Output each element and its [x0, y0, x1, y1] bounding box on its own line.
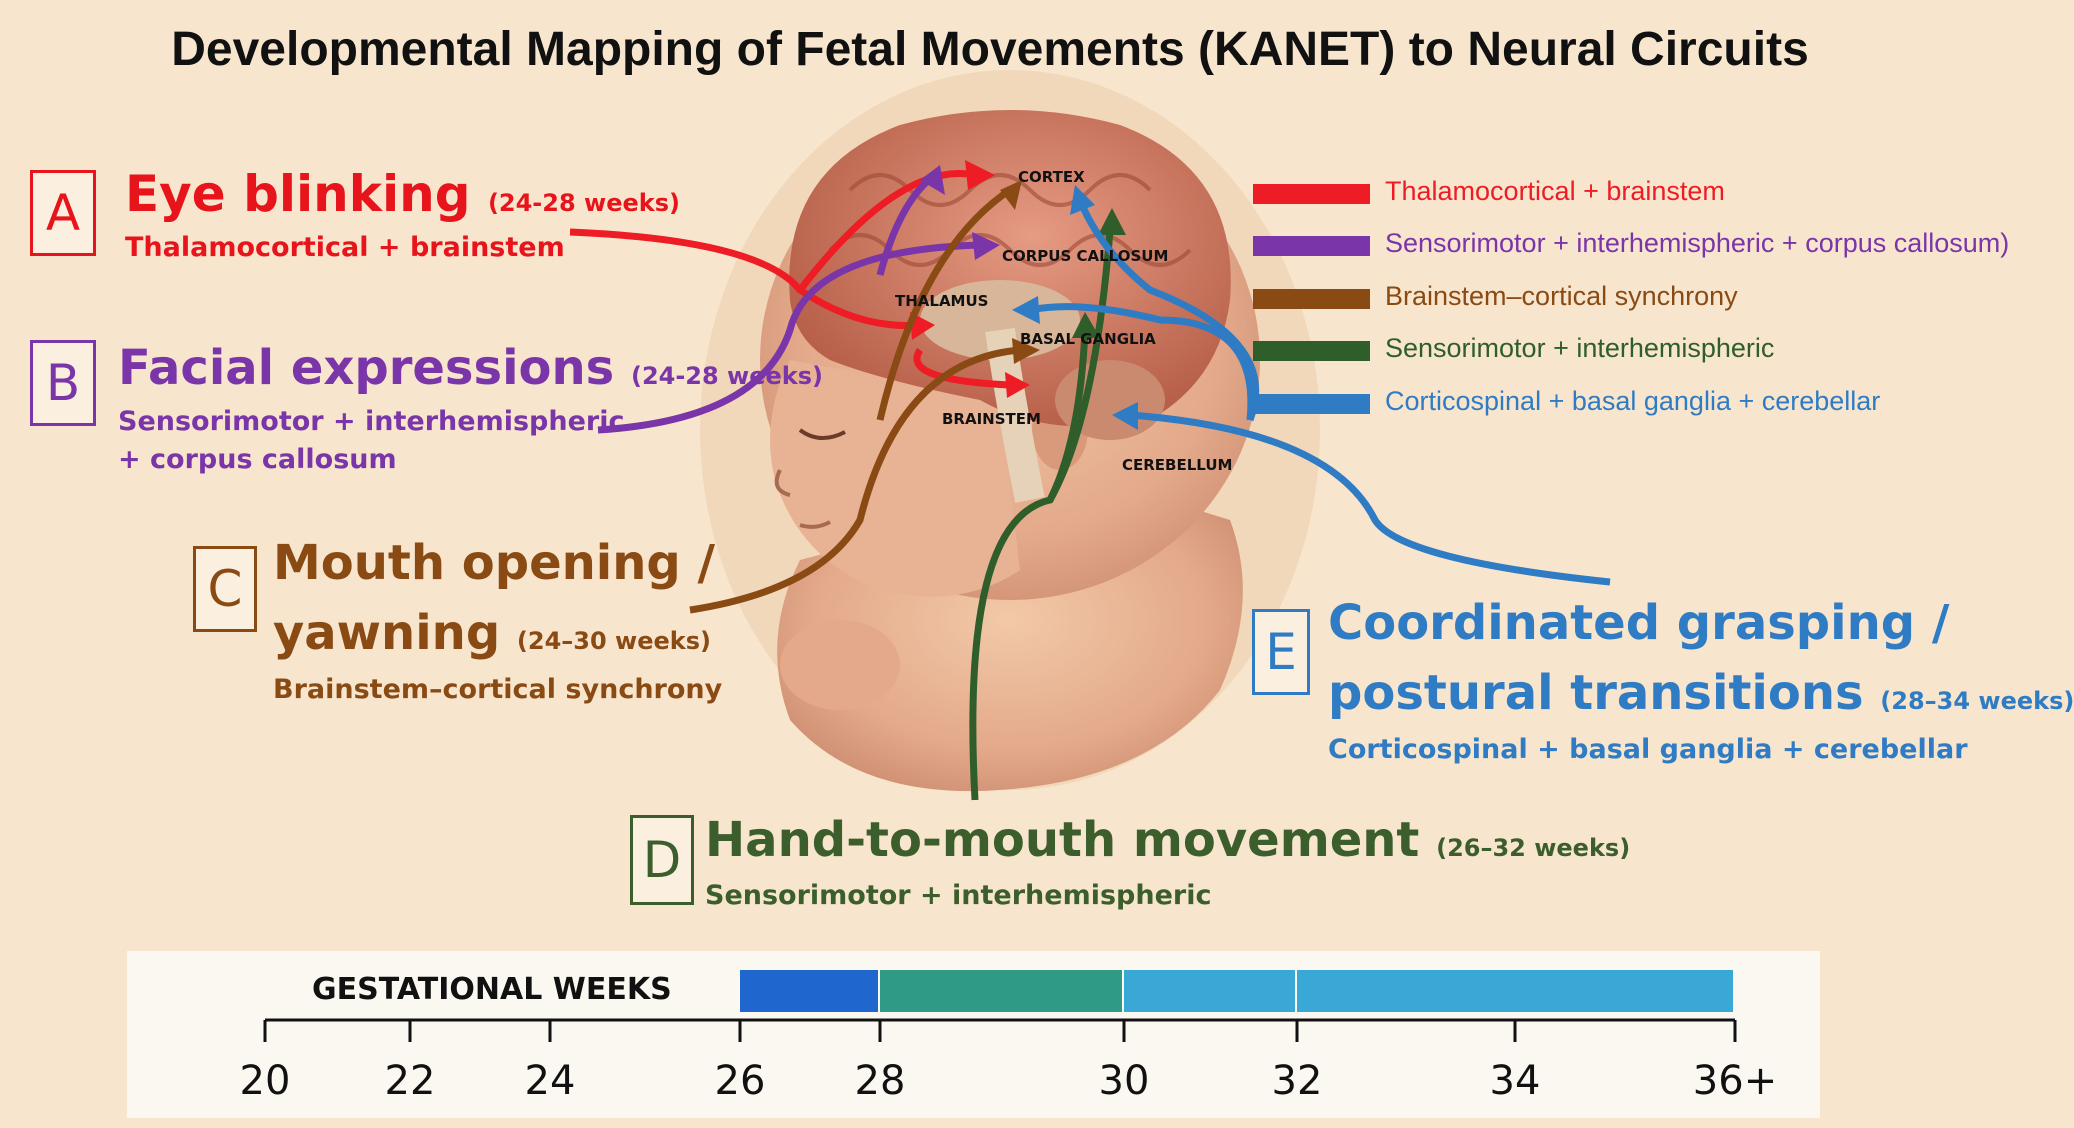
movement-a-circuit: Thalamocortical + brainstem	[125, 232, 565, 263]
legend-swatch-red	[1253, 184, 1370, 204]
legend-label-corticospinal: Corticospinal + basal ganglia + cerebell…	[1385, 386, 1881, 416]
letter-box-b: B	[30, 340, 96, 426]
timeline-tick-label: 20	[239, 1058, 291, 1104]
timeline-tick-label: 32	[1271, 1058, 1323, 1104]
movement-b-weeks: (24-28 weeks)	[630, 362, 823, 390]
movement-e-circuit: Corticospinal + basal ganglia + cerebell…	[1328, 734, 1968, 765]
legend-label-sensorimotor: Sensorimotor + interhemispheric	[1385, 333, 1775, 363]
label-cerebellum: CEREBELLUM	[1122, 456, 1233, 474]
timeline-tick-label: 24	[524, 1058, 576, 1104]
timeline-axis	[263, 970, 1737, 1042]
timeline-tick-label: 26	[714, 1058, 766, 1104]
movement-e-name-line2: postural transitions (28–34 weeks)	[1328, 665, 2074, 721]
diagram-title: Developmental Mapping of Fetal Movements…	[171, 23, 1809, 76]
legend-label-brainstem-cortical: Brainstem–cortical synchrony	[1385, 281, 1738, 311]
movement-d-circuit: Sensorimotor + interhemispheric	[705, 880, 1212, 911]
timeline-segment	[1297, 970, 1733, 1012]
label-basal-ganglia: BASAL GANGLIA	[1020, 330, 1156, 348]
movement-c-name-line2: yawning (24–30 weeks)	[273, 605, 711, 661]
letter-box-e: E	[1252, 609, 1310, 695]
fetus-illustration	[569, 70, 1611, 801]
legend-label-thalamocortical: Thalamocortical + brainstem	[1385, 176, 1725, 206]
timeline-tick-label: 28	[854, 1058, 906, 1104]
movement-a-name: Eye blinking (24-28 weeks)	[125, 165, 680, 223]
movement-c-weeks: (24–30 weeks)	[516, 627, 711, 655]
timeline-segment	[740, 970, 878, 1012]
timeline-tick-label: 30	[1098, 1058, 1150, 1104]
timeline-tick-label: 36+	[1692, 1058, 1778, 1104]
timeline-segment	[880, 970, 1122, 1012]
letter-box-a: A	[30, 170, 96, 256]
label-cortex: CORTEX	[1018, 168, 1085, 186]
timeline-segment	[1124, 970, 1295, 1012]
movement-c-name-line1: Mouth opening /	[273, 535, 716, 591]
movement-e-name-line1: Coordinated grasping /	[1328, 595, 1950, 651]
label-corpus-callosum: CORPUS CALLOSUM	[1002, 247, 1169, 265]
legend-swatch-purple	[1253, 236, 1370, 256]
movement-b-circuit-line2: + corpus callosum	[118, 444, 397, 475]
movement-c-circuit: Brainstem–cortical synchrony	[273, 674, 723, 705]
label-brainstem: BRAINSTEM	[942, 410, 1041, 428]
legend-swatch-blue	[1253, 394, 1370, 414]
movement-b-name: Facial expressions (24-28 weeks)	[118, 340, 823, 396]
legend-swatch-brown	[1253, 289, 1370, 309]
movement-a-weeks: (24-28 weeks)	[487, 189, 680, 217]
movement-e-weeks: (28–34 weeks)	[1880, 687, 2074, 715]
movement-b-circuit-line1: Sensorimotor + interhemispheric	[118, 406, 625, 437]
label-thalamus: THALAMUS	[895, 292, 989, 310]
movement-d-name: Hand-to-mouth movement (26–32 weeks)	[705, 812, 1631, 868]
movement-d-weeks: (26–32 weeks)	[1436, 834, 1631, 862]
timeline-tick-label: 22	[384, 1058, 436, 1104]
timeline-label: GESTATIONAL WEEKS	[312, 972, 672, 1007]
legend-label-sensorimotor-cc: Sensorimotor + interhemispheric + corpus…	[1385, 228, 2010, 258]
timeline-tick-label: 34	[1489, 1058, 1541, 1104]
letter-box-c: C	[193, 546, 257, 632]
legend-swatch-green	[1253, 341, 1370, 361]
letter-box-d: D	[630, 815, 694, 905]
